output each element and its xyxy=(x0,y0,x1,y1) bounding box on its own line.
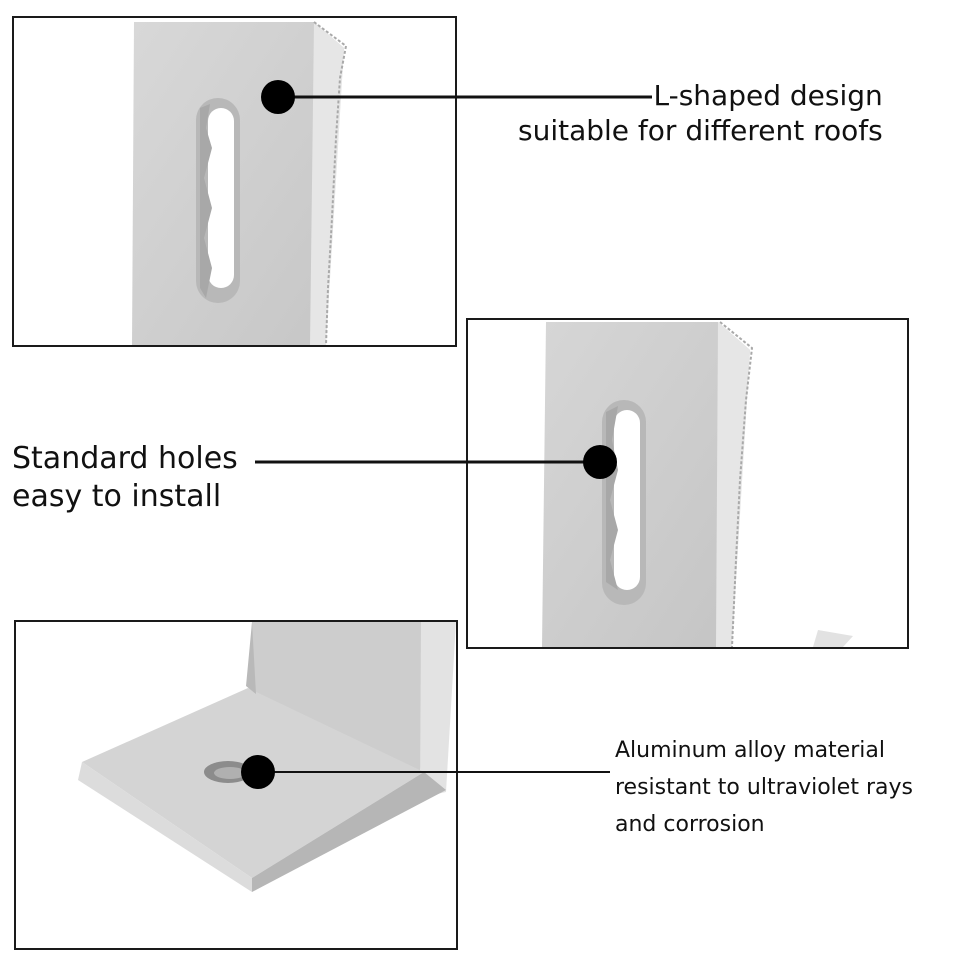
callout-line: resistant to ultraviolet rays xyxy=(615,775,913,800)
photo-frame-top xyxy=(12,16,457,347)
callout-text-aluminum-alloy: Aluminum alloy material resistant to ult… xyxy=(615,732,913,843)
callout-line: Aluminum alloy material xyxy=(615,738,885,763)
bracket-upright-image-middle xyxy=(542,321,853,647)
photo-frame-middle xyxy=(466,318,909,649)
bracket-l-shape-image-bottom xyxy=(78,622,456,892)
bracket-upright-image-top xyxy=(132,21,348,345)
callout-line: L-shaped design xyxy=(653,79,883,112)
callout-text-l-shaped-design: L-shaped design suitable for different r… xyxy=(518,78,883,148)
callout-line: easy to install xyxy=(12,479,222,514)
callout-line: suitable for different roofs xyxy=(518,114,883,147)
callout-line: and corrosion xyxy=(615,812,765,837)
callout-line: Standard holes xyxy=(12,441,238,476)
photo-frame-bottom xyxy=(14,620,458,950)
callout-text-standard-holes: Standard holes easy to install xyxy=(12,440,238,516)
